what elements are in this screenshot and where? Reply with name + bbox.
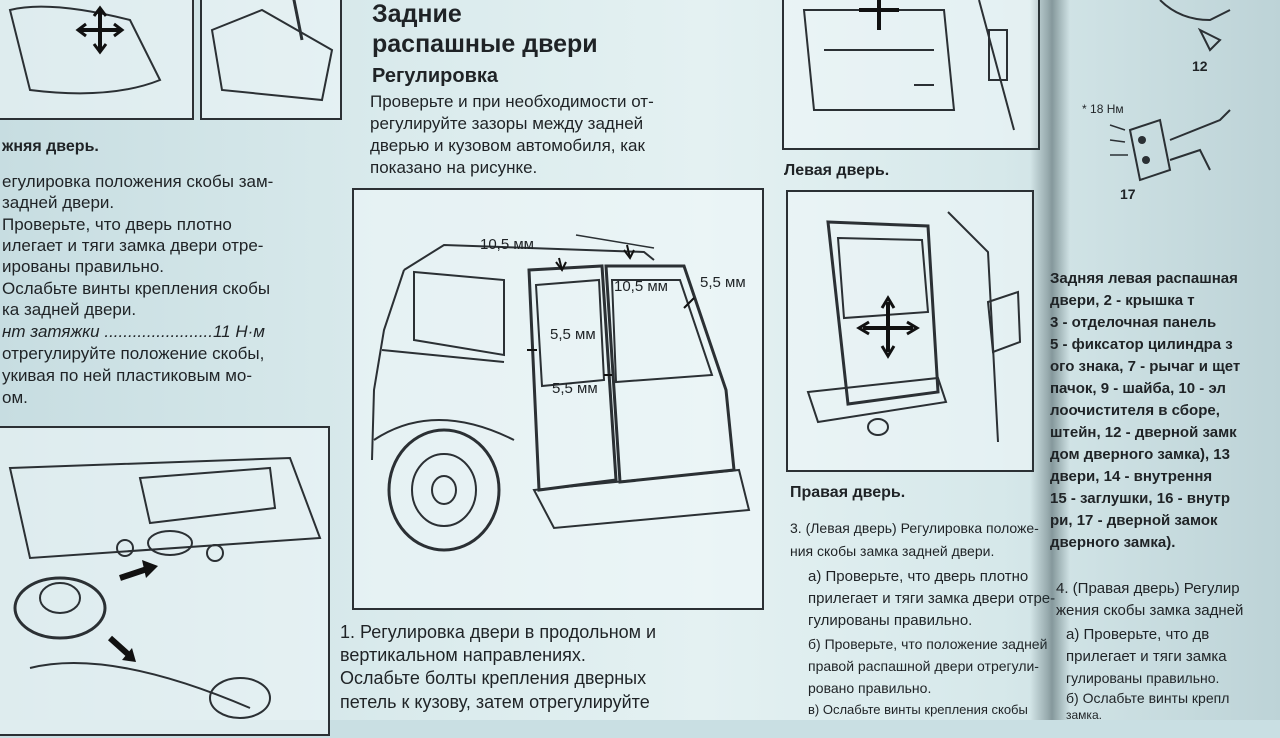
gap-label-top-mid: 10,5 мм: [614, 278, 668, 295]
step3-line-5: гулированы правильно.: [808, 612, 973, 629]
step4-line-7: замка.: [1066, 708, 1102, 722]
left-step-title-2: задней двери.: [2, 193, 115, 212]
left-line-3: ированы правильно.: [2, 257, 165, 276]
step1-line-3: Ослабьте болты крепления дверных: [340, 668, 647, 688]
part-label-17: 17: [1120, 186, 1136, 202]
left-step-title: егулировка положения скобы зам-: [2, 172, 274, 191]
step3-line-4: прилегает и тяги замка двери отре-: [808, 590, 1056, 607]
step3-line-3: а) Проверьте, что дверь плотно: [808, 568, 1029, 585]
step4-line-5: гулированы правильно.: [1066, 670, 1220, 686]
left-line-1: Проверьте, что дверь плотно: [2, 215, 232, 234]
legend-line-8: штейн, 12 - дверной замк: [1050, 424, 1237, 441]
left-line-2: илегает и тяги замка двери отре-: [2, 236, 264, 255]
step3-line-8: ровано правильно.: [808, 680, 932, 696]
section-title-2: распашные двери: [372, 30, 598, 58]
step4-line-2: жения скобы замка задней: [1056, 602, 1244, 619]
step3-line-7: правой распашной двери отрегули-: [808, 658, 1039, 674]
legend-line-2: двери, 2 - крышка т: [1050, 292, 1195, 309]
left-line-8: укивая по ней пластиковым мо-: [2, 366, 253, 385]
gap-label-mid-lower: 5,5 мм: [552, 380, 598, 397]
lock-parts-figure: [1109, 0, 1231, 182]
left-line-4: Ослабьте винты крепления скобы: [2, 279, 271, 298]
legend-line-1: Задняя левая распашная: [1050, 270, 1238, 287]
step1-line-1: 1. Регулировка двери в продольном и: [340, 622, 657, 642]
step4-line-4: прилегает и тяги замка: [1066, 648, 1227, 665]
gap-label-top-left: 10,5 мм: [480, 236, 534, 253]
step3-line-6: б) Проверьте, что положение задней: [808, 636, 1048, 652]
gap-label-mid-upper: 5,5 мм: [550, 326, 596, 343]
gap-label-right: 5,5 мм: [700, 274, 746, 291]
caption-right-door: Правая дверь.: [790, 484, 906, 501]
top-left-figure-2: [200, 0, 342, 120]
part-label-12: 12: [1192, 58, 1208, 74]
caption-left-door: Левая дверь.: [784, 162, 890, 179]
left-line-7: отрегулируйте положение скобы,: [2, 344, 265, 363]
legend-line-9: дом дверного замка), 13: [1050, 446, 1230, 463]
step4-line-6: б) Ослабьте винты крепл: [1066, 690, 1230, 706]
top-left-figure: [0, 0, 194, 120]
step1-line-2: вертикальном направлениях.: [340, 645, 586, 665]
intro-line-4: показано на рисунке.: [370, 158, 538, 177]
torque-label: * 18 Нм: [1082, 102, 1124, 116]
left-door-figure: [782, 0, 1040, 150]
legend-line-12: ри, 17 - дверной замок: [1050, 512, 1218, 529]
legend-line-3: 3 - отделочная панель: [1050, 314, 1217, 331]
legend-line-10: двери, 14 - внутрення: [1050, 468, 1213, 485]
book-gutter: [1030, 0, 1070, 720]
step3-line-2: ния скобы замка задней двери.: [790, 543, 995, 559]
legend-line-11: 15 - заглушки, 16 - внутр: [1050, 490, 1231, 507]
legend-line-4: 5 - фиксатор цилиндра з: [1050, 336, 1233, 353]
legend-line-6: пачок, 9 - шайба, 10 - эл: [1050, 380, 1226, 397]
left-line-5: ка задней двери.: [2, 300, 137, 319]
step3-line-1: 3. (Левая дверь) Регулировка положе-: [790, 520, 1039, 536]
legend-line-13: дверного замка).: [1050, 534, 1176, 551]
hinge-bolt-figure: [0, 426, 330, 736]
intro-line-2: регулируйте зазоры между задней: [370, 114, 644, 133]
left-line-9: ом.: [2, 388, 28, 407]
step3-line-9: в) Ослабьте винты крепления скобы: [808, 702, 1028, 717]
rear-door-gap-figure: 10,5 мм 10,5 мм 5,5 мм 5,5 мм 5,5 мм: [352, 188, 764, 610]
intro-line-1: Проверьте и при необходимости от-: [370, 92, 654, 111]
right-door-figure: [786, 190, 1034, 472]
legend-line-7: лоочистителя в сборе,: [1050, 402, 1220, 419]
torque-label-text: 18 Нм: [1090, 102, 1124, 116]
step4-line-3: а) Проверьте, что дв: [1066, 626, 1210, 643]
section-title-1: Задние: [372, 0, 462, 28]
step4-line-1: 4. (Правая дверь) Регулир: [1056, 580, 1240, 597]
intro-line-3: дверью и кузовом автомобиля, как: [370, 136, 645, 155]
legend-line-5: ого знака, 7 - рычаг и щет: [1050, 358, 1241, 375]
subsection-title: Регулировка: [372, 65, 499, 87]
left-caption-fragment: жняя дверь.: [2, 138, 99, 155]
left-torque-line: нт затяжки .......................11 Н·м: [2, 322, 265, 341]
asterisk-icon: *: [1082, 102, 1087, 116]
step1-line-4: петель к кузову, затем отрегулируйте: [340, 692, 650, 712]
